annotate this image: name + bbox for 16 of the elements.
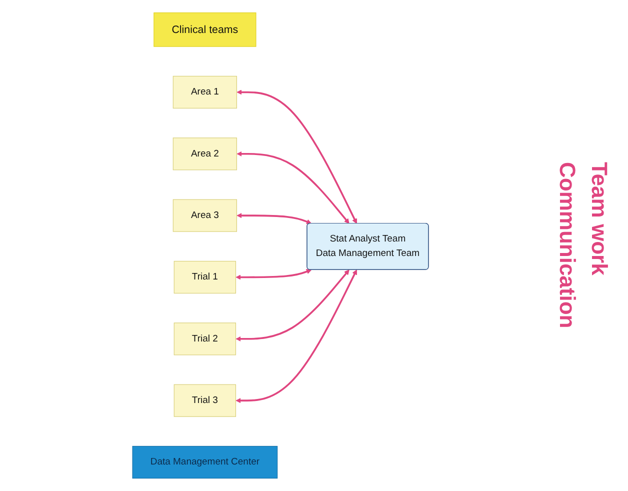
arrow (236, 269, 312, 280)
node-box: Clinical teams (154, 12, 257, 47)
node-box: Trial 2 (174, 322, 236, 356)
node-box: Area 1 (173, 76, 238, 109)
node-box: Area 3 (173, 199, 238, 232)
node-box: Trial 1 (174, 260, 236, 294)
arrow (237, 212, 312, 224)
arrow (237, 151, 350, 224)
arrow (237, 90, 358, 224)
vertical-note: Team work (586, 162, 612, 278)
arrow (236, 270, 358, 404)
node-box: Data Management Center (132, 446, 278, 479)
node-box: Trial 3 (174, 384, 236, 417)
node-box: Area 2 (173, 138, 238, 170)
arrow (236, 270, 350, 342)
vertical-note: Communication (554, 162, 580, 329)
